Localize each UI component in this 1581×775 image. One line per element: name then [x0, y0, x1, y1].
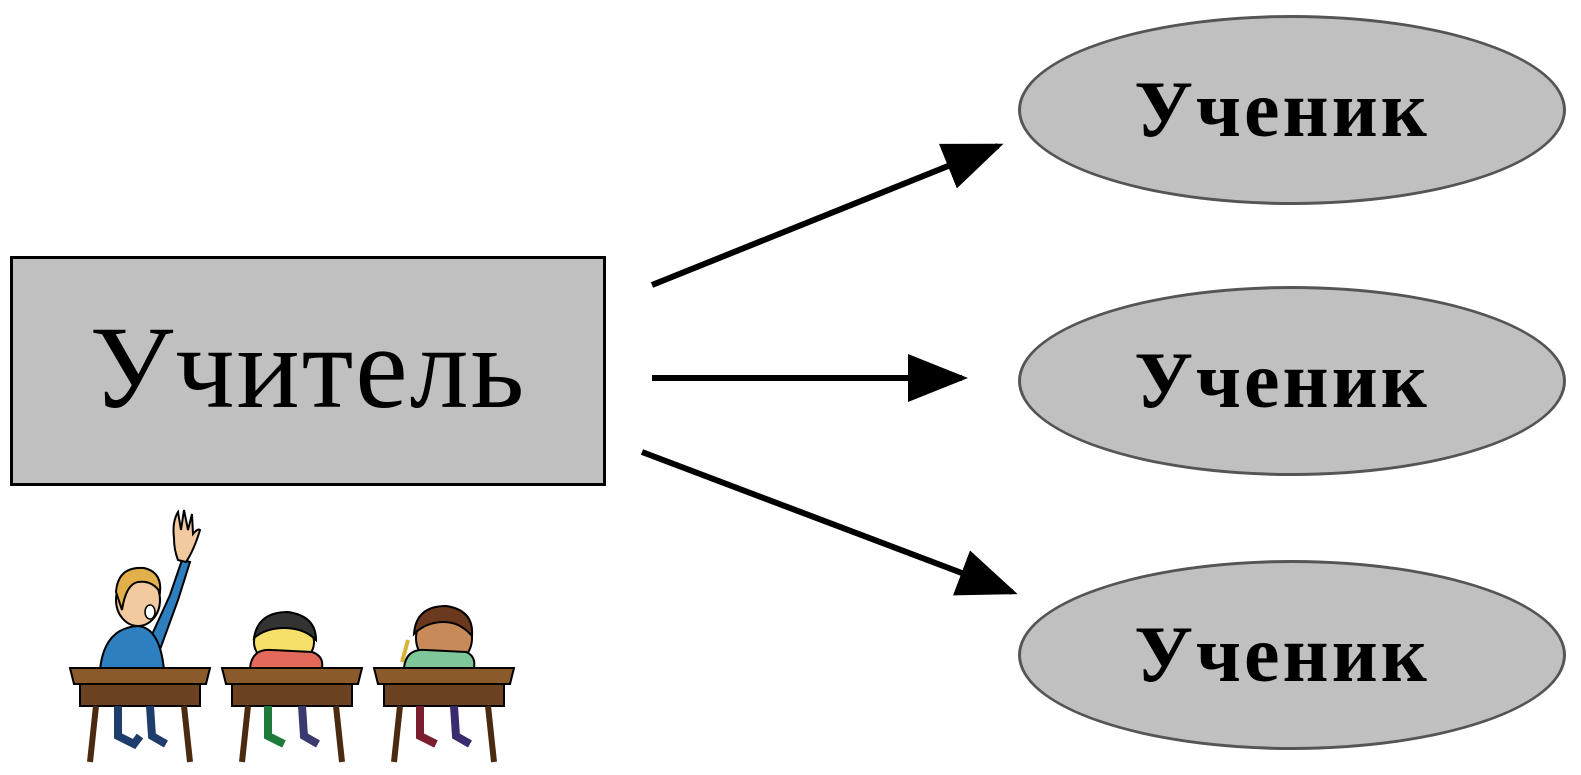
classroom-pupils-at-desks-icon	[68, 509, 516, 763]
student-node-1: Ученик	[1018, 15, 1566, 205]
teacher-label: Учитель	[89, 302, 527, 433]
student-node-2: Ученик	[1018, 286, 1566, 476]
arrow-to-student-1	[650, 143, 1004, 288]
student-label-2: Ученик	[1134, 337, 1430, 425]
student-node-3: Ученик	[1018, 560, 1566, 750]
student-label-3: Ученик	[1134, 611, 1430, 699]
pupil-raising-hand-icon	[68, 509, 212, 763]
arrow-to-student-3	[640, 449, 1018, 596]
teacher-node: Учитель	[10, 256, 606, 486]
student-label-1: Ученик	[1134, 66, 1430, 154]
pupil-writing-icon	[372, 604, 516, 763]
pupil-sleeping-icon	[220, 610, 364, 763]
